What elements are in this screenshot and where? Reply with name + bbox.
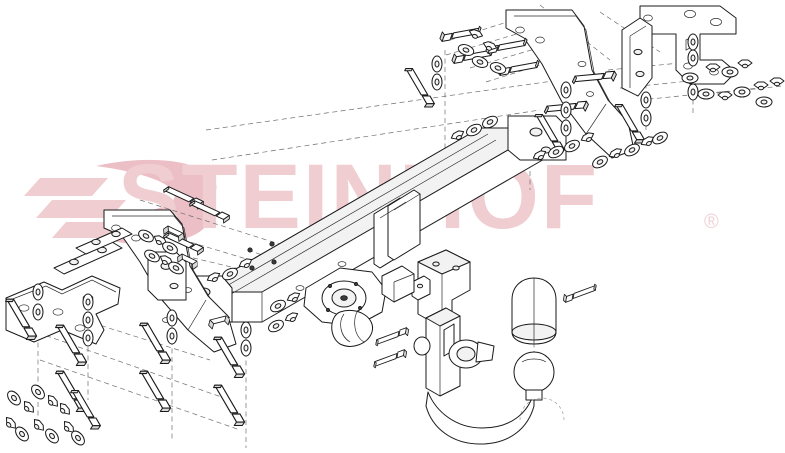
fastener-stack-bracket-a [404, 55, 443, 108]
fastener-cluster-bottom-left [2, 382, 101, 448]
lock-barrel [331, 309, 374, 347]
fastener-cluster-crossbar-mid [205, 241, 303, 335]
towball-protective-cap [511, 277, 557, 345]
electrical-socket-bracket [411, 249, 471, 323]
towball-arm [413, 307, 555, 445]
fastener-stack-left-c [138, 309, 178, 413]
lock-mechanism-housing [303, 265, 415, 327]
left-reinforcement-strip [53, 227, 133, 275]
hidden-detail-marker [519, 397, 565, 421]
upper-right-inner-bracket [621, 17, 653, 97]
crossbar-mid-plates [373, 189, 421, 269]
svg-text:®: ® [704, 211, 719, 233]
